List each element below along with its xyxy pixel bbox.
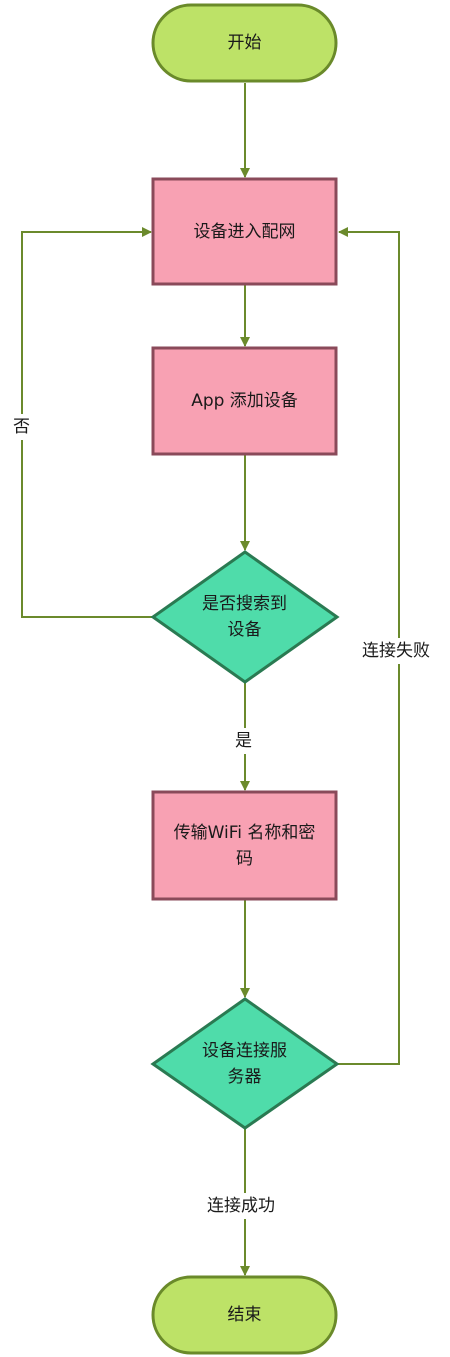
- app-add-process: [151, 346, 338, 456]
- edge-found-no-loop: [21, 227, 153, 618]
- edge-label-yes: 是: [232, 728, 255, 754]
- start-terminal: [151, 3, 338, 83]
- send-wifi-process: [151, 790, 338, 901]
- found-device-decision: [150, 550, 340, 684]
- edge-label-connect-fail: 连接失败: [359, 638, 433, 664]
- enter-config-process: [151, 177, 338, 286]
- edge-label-no: 否: [10, 414, 33, 440]
- end-terminal: [151, 1275, 338, 1355]
- edge-label-connect-ok: 连接成功: [204, 1193, 278, 1219]
- connect-server-decision: [150, 997, 340, 1130]
